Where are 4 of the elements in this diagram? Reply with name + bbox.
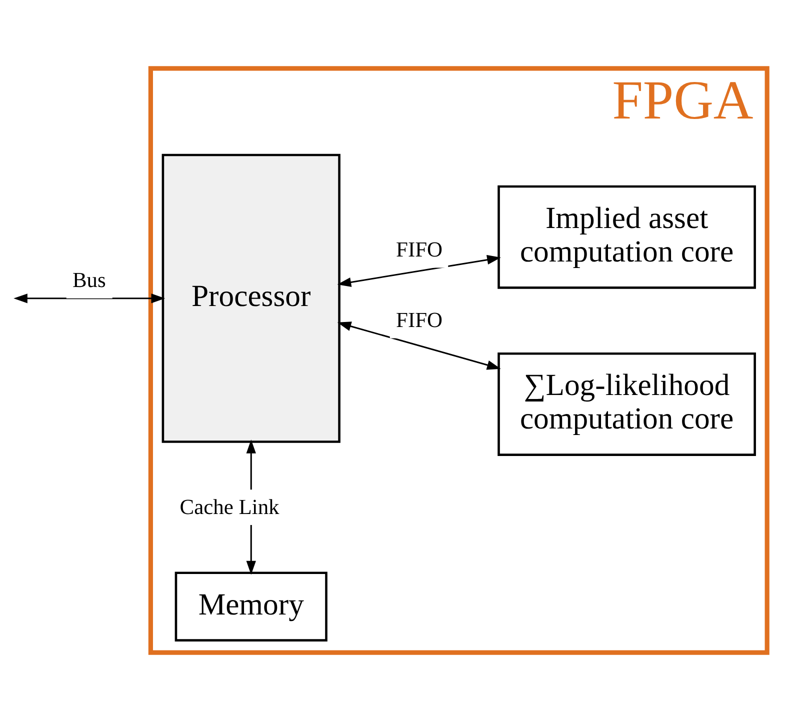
edge-label: Bus [72,268,106,292]
edge-label: Cache Link [180,494,280,518]
edge-label: FIFO [396,237,443,262]
edge-label: FIFO [396,308,443,332]
